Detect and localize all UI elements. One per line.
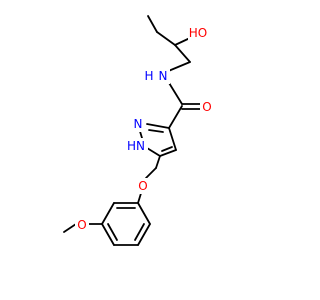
bond-ch2-o (145, 167, 157, 179)
label-bg (131, 116, 145, 132)
molecule-diagram: HO N H O N HN O O (63, 15, 214, 246)
hydroxyl-label: HO (189, 26, 207, 40)
amide-n-label: N (159, 69, 168, 83)
bond-ethyl-2 (156, 31, 176, 46)
hydroxyl-oxygen: HO (188, 26, 210, 42)
carbonyl-o-label: O (202, 100, 211, 114)
pyrazole-n1-label: HN (127, 139, 145, 153)
bond-choh-ch2 (174, 44, 191, 63)
label-bg (156, 68, 170, 84)
bond-ar-6 (137, 202, 151, 225)
bond-ar-3-inner (107, 223, 118, 241)
bond-c5-c4 (159, 149, 177, 157)
label-bg (200, 99, 214, 115)
methoxy-oxygen: O (75, 217, 89, 233)
ether-oxygen: O (136, 178, 150, 194)
methoxy-o-label: O (77, 218, 86, 232)
bond-n1-c5 (146, 147, 161, 157)
pyrazole-n2: N (131, 116, 145, 132)
atom-labels: HO N H O N HN O O (75, 26, 214, 233)
bond-c5-ch2 (155, 155, 161, 169)
bond-ethyl-1 (147, 15, 158, 33)
bond-c3-n2 (146, 123, 170, 129)
bond-co-ring (168, 105, 183, 129)
bond-choh-oh (174, 37, 191, 46)
bond-ome-ch3 (63, 223, 77, 233)
amide-nitrogen: N H (143, 68, 170, 84)
bond-ar-5 (137, 223, 151, 246)
carbonyl-oxygen: O (200, 99, 214, 115)
bond-c3-n2-inner (148, 129, 164, 133)
bond-c5-c4-inner (161, 146, 173, 152)
pyrazole-n2-label: N (134, 117, 143, 131)
ether-o-label: O (138, 179, 147, 193)
label-bg (124, 138, 148, 154)
bond-ar-5-inner (134, 223, 145, 241)
pyrazole-n1: HN (124, 138, 148, 154)
label-bg (136, 178, 150, 194)
amide-h-label: H (144, 69, 153, 83)
label-bg (75, 217, 89, 233)
bond-ar-2 (101, 202, 115, 225)
label-bg (188, 26, 210, 42)
bond-ar-3 (101, 223, 115, 246)
label-bg (143, 68, 155, 84)
bond-c4-c3 (168, 127, 177, 151)
